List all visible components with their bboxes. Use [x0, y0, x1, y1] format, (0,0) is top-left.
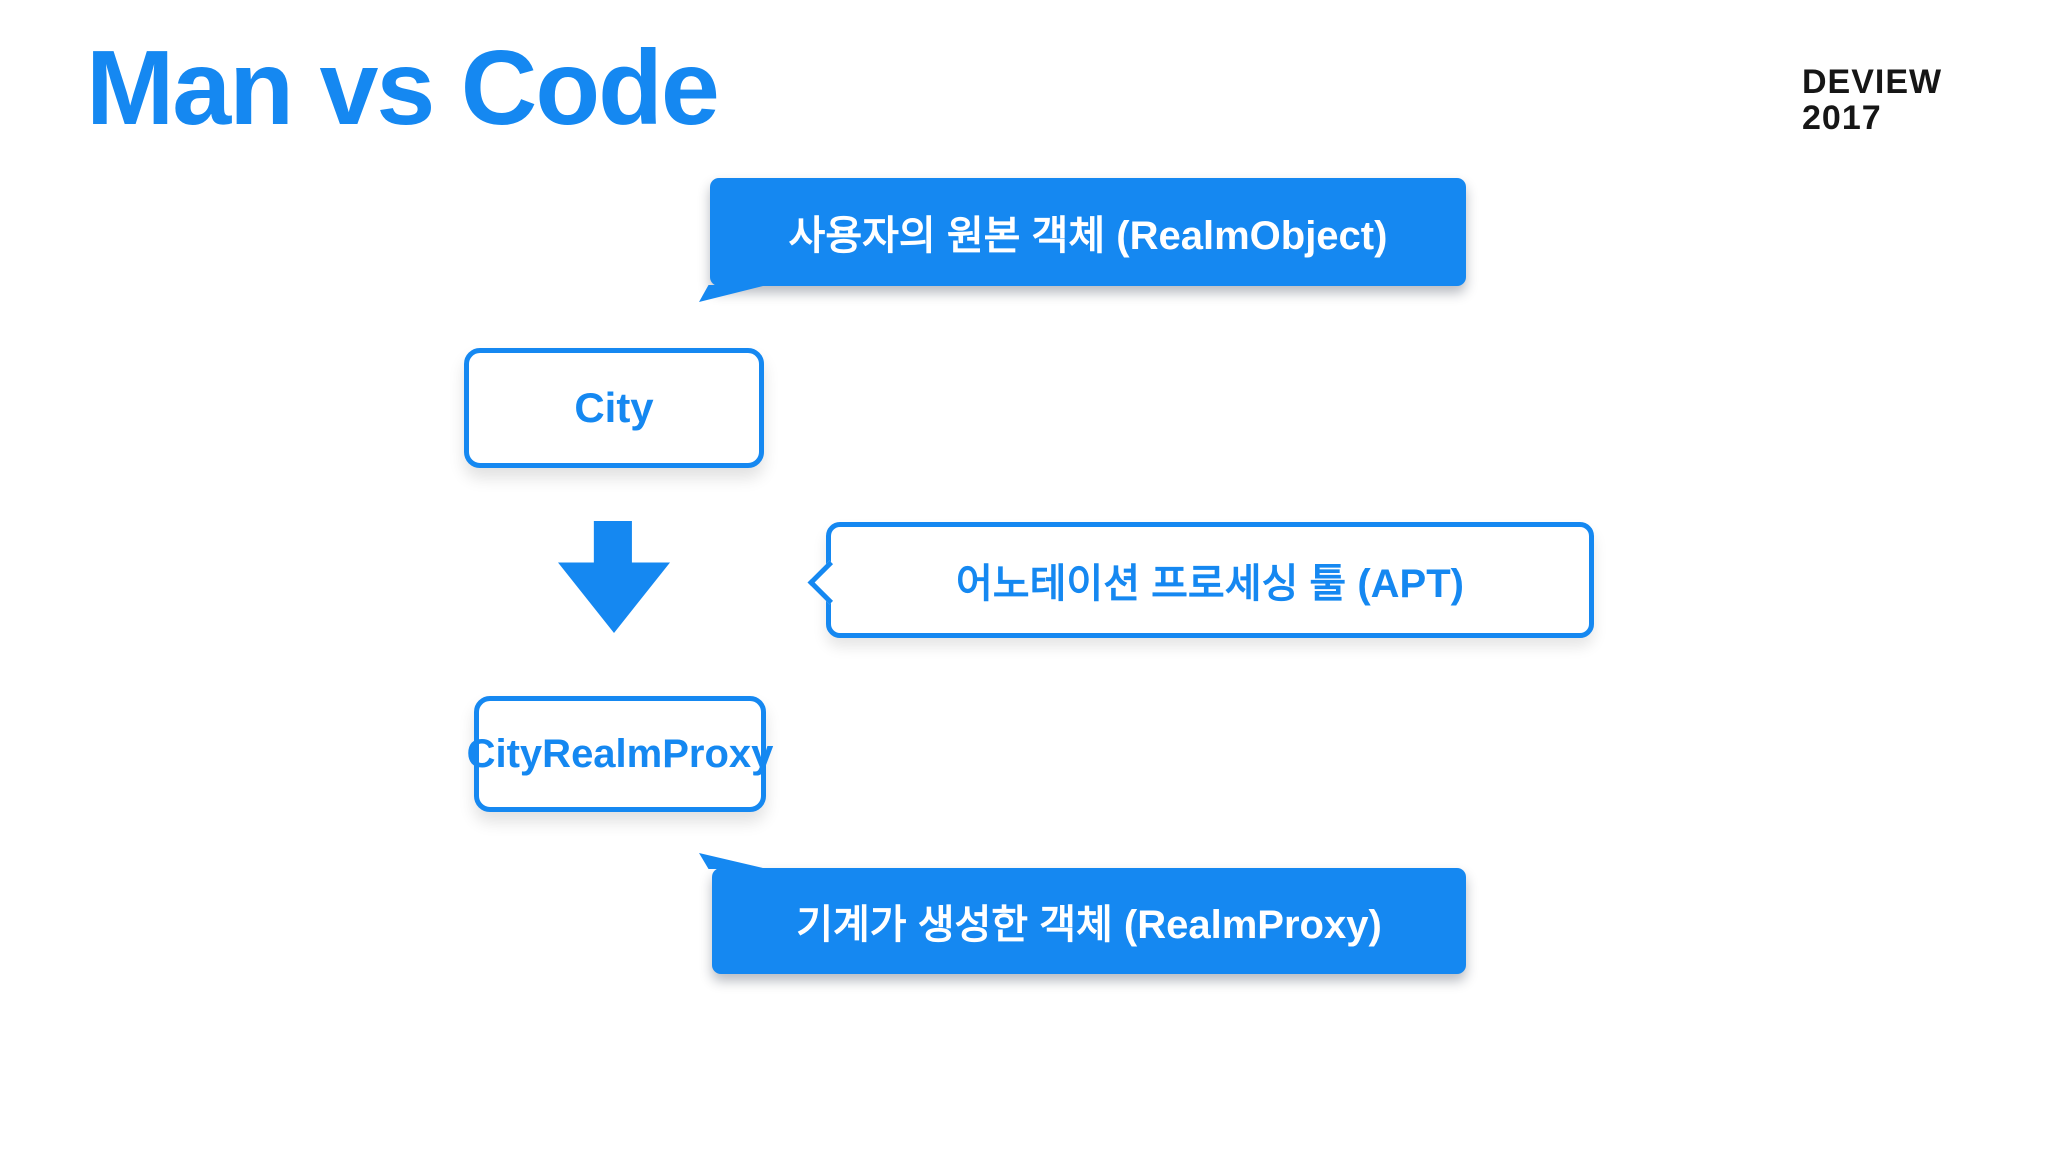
deview-2017-logo: DEVIEW 2017: [1802, 64, 1942, 136]
node-cityrealmproxy-label: CityRealmProxy: [466, 731, 774, 776]
node-city-label: City: [574, 384, 654, 431]
callout-realmobject-label: 사용자의 원본 객체 (RealmObject): [788, 214, 1388, 258]
speech-tail-up-icon: [699, 853, 767, 869]
callout-realmobject: 사용자의 원본 객체 (RealmObject): [699, 178, 1466, 302]
callout-realmproxy-label: 기계가 생성한 객체 (RealmProxy): [796, 903, 1382, 947]
callout-realmproxy: 기계가 생성한 객체 (RealmProxy): [699, 853, 1466, 974]
callout-apt: 어노테이션 프로세싱 툴 (APT): [807, 522, 1594, 638]
speech-tail-left-icon: [807, 560, 852, 605]
page-title: Man vs Code: [86, 29, 720, 147]
speech-tail-down-icon: [699, 285, 767, 302]
callout-apt-label: 어노테이션 프로세싱 툴 (APT): [956, 562, 1464, 606]
logo-line-2: 2017: [1802, 99, 1882, 138]
node-cityrealmproxy: CityRealmProxy: [467, 696, 773, 812]
logo-line-1: DEVIEW: [1802, 63, 1943, 101]
node-city: City: [464, 348, 764, 468]
down-arrow-icon: [558, 521, 670, 633]
